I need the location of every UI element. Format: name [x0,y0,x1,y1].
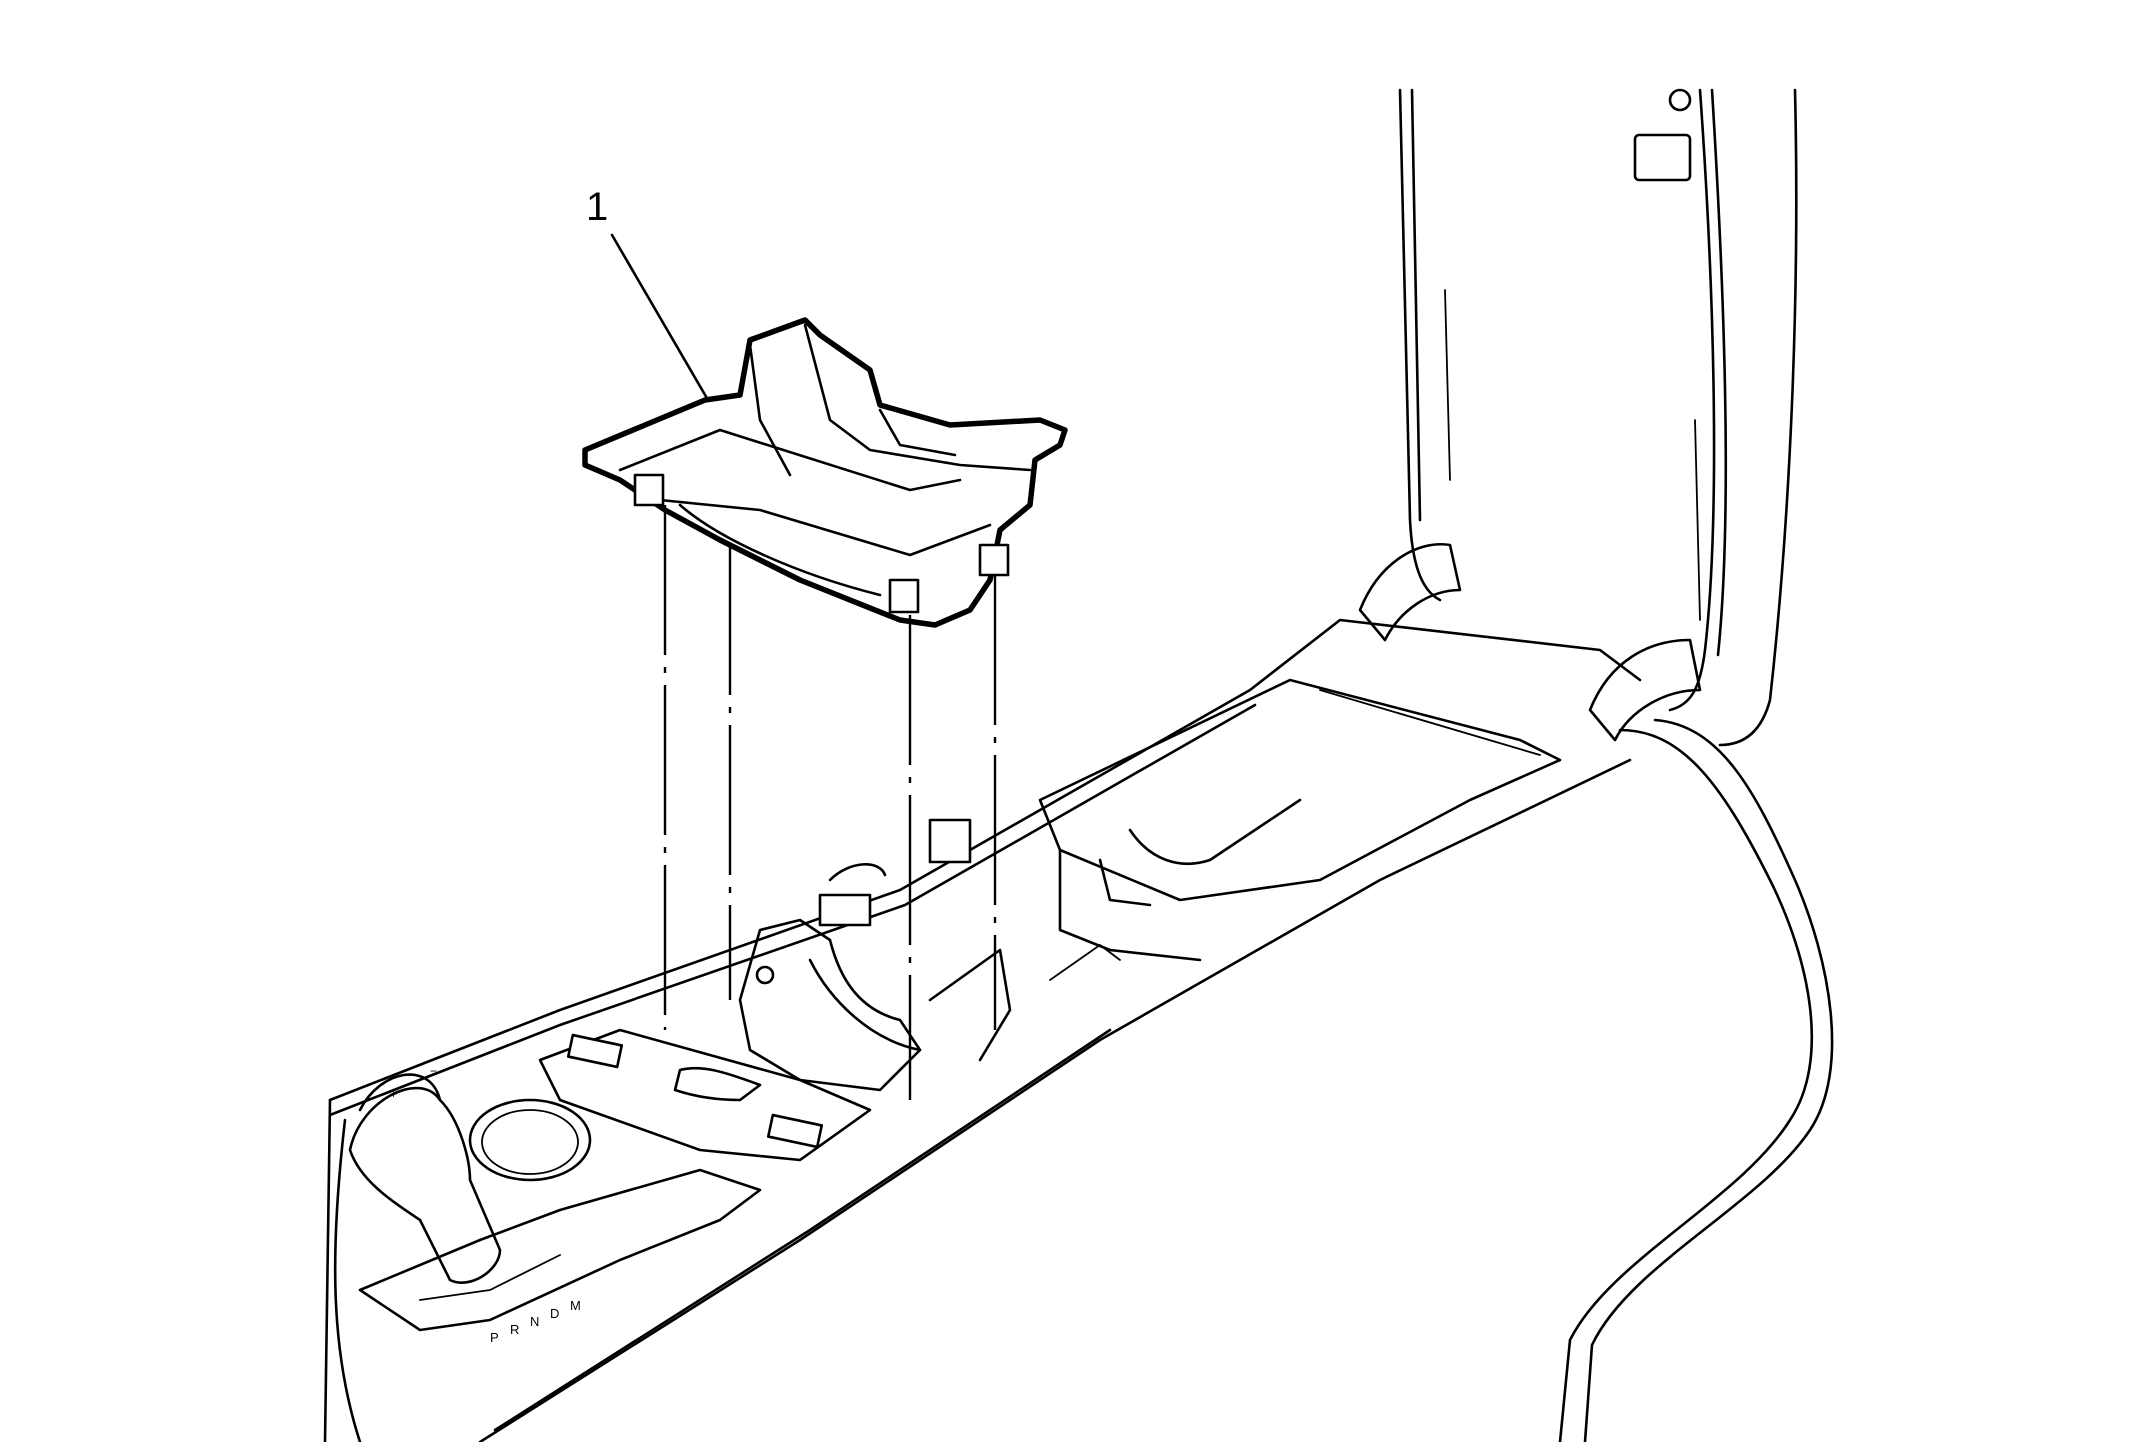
gear-letter: R [510,1322,519,1337]
callout-1: 1 [586,185,710,402]
gear-letter: P [490,1330,499,1345]
gear-letter: N [530,1314,539,1329]
center-console [323,618,1834,1442]
cupholder-opening [738,818,1121,1092]
armrest-lid [1358,88,1798,747]
gear-shifter: + − P R N D M [348,1064,762,1345]
cupholder-insert-part-1 [582,317,1068,628]
mounting-clip [888,578,920,614]
mounting-clip [633,473,665,507]
mounting-clip [978,543,1010,577]
clip-slot-right [928,818,972,864]
storage-bin [1038,678,1562,962]
gear-letter: M [570,1298,581,1313]
callout-label: 1 [586,185,608,229]
leader-line [610,233,710,402]
alignment-lines [663,505,997,1100]
switch-button-left [566,1033,624,1069]
switch-bank [538,1028,872,1162]
gear-letter: D [550,1306,559,1321]
switch-button-center [673,1066,762,1102]
lid-latch-block [1633,133,1692,182]
shifter-minus-symbol: − [430,1064,437,1078]
switch-button-right [766,1113,824,1149]
clip-slot-left [818,893,872,927]
gear-indicator: P R N D M [490,1298,581,1345]
shifter-plus-symbol: + [390,1087,397,1101]
